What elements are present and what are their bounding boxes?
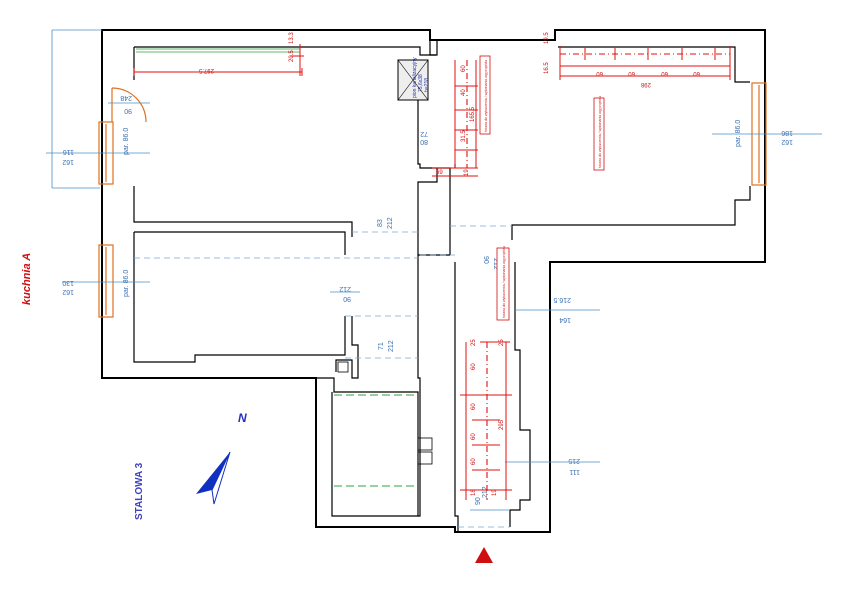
note-box-right	[593, 97, 605, 171]
dim-mid-d: 212	[339, 285, 351, 292]
dim-win-left-bot-b: 162	[62, 288, 74, 295]
dim-win-right-par: par. 86.0	[735, 120, 742, 147]
dim-door-top-b: 90	[124, 107, 132, 114]
windows	[98, 48, 767, 318]
dim-red-top-small-a: 20.5	[289, 50, 295, 62]
inner-wall-corridor	[417, 255, 459, 532]
dim-red-corr-i: 19	[492, 489, 498, 496]
inner-wall-lower-left	[316, 316, 419, 517]
dim-door-top: 248	[120, 94, 132, 101]
vent-box-b	[417, 451, 433, 465]
north-arrow-icon	[196, 451, 231, 505]
dim-win-left-top-a: 116	[63, 148, 74, 155]
dim-low-a: 71	[378, 342, 385, 350]
outer-wall	[101, 29, 766, 533]
dim-red-corr-h: 18	[471, 489, 477, 496]
dim-win-left-top-par: par. 86.0	[123, 128, 130, 155]
north-label: N	[238, 411, 247, 425]
inner-wall-left-room	[133, 47, 353, 237]
dim-mid-c: 90	[343, 295, 351, 302]
dim-win-right-b: 162	[781, 138, 793, 145]
red-dimensions: 297.5 20.5 13.3 19.5 16.5 60 60 60 60 29…	[133, 32, 731, 500]
note-box-shaft	[479, 55, 491, 135]
vent-box-c	[337, 361, 349, 373]
note-right: ściana do wyburzenia / wykonania wg proj…	[598, 96, 602, 168]
entry-marker-icon	[475, 547, 493, 563]
dim-right-a: 216.5	[553, 296, 571, 303]
dim-red-right-seg-c: 60	[661, 70, 668, 76]
dim-right-d: 111	[569, 468, 580, 475]
dim-red-corr-c: 60	[471, 363, 477, 370]
kitchen-label: kuchnia A	[21, 253, 33, 305]
dim-bottom-a: 212	[482, 486, 489, 498]
dim-red-shaft-a: 60	[461, 65, 467, 72]
dim-red-right-top-a: 19.5	[544, 32, 550, 44]
inner-wall-right-corridor	[509, 262, 531, 527]
dim-red-shaft-c: 165.5	[470, 106, 476, 122]
inner-wall-top-left	[134, 46, 436, 56]
dim-corr-b: 90	[482, 256, 489, 264]
door-swing-top-left	[111, 87, 147, 123]
walls	[101, 29, 766, 533]
shaft-label-2: 75,6x38	[418, 74, 424, 92]
dim-bottom-b: 90	[475, 497, 482, 505]
dim-red-right-total: 298	[640, 81, 651, 87]
column-shaft	[429, 39, 438, 56]
street-label: STALOWA 3	[134, 462, 145, 520]
dim-red-top-len: 297.5	[198, 67, 214, 73]
shaft-label-1: pion kanalizacyjny	[412, 57, 418, 98]
dim-red-right-seg-a: 60	[596, 70, 603, 76]
dim-win-left-top-b: 162	[62, 158, 74, 165]
dim-corr-a: 212	[492, 258, 499, 270]
dim-shaft-a: 80	[420, 138, 428, 145]
dim-red-shaft-d: 31.5	[461, 130, 467, 142]
dim-shaft-b: 72	[420, 130, 428, 137]
dim-red-corr-g: 295	[499, 419, 505, 430]
dim-win-left-bot-par: par. 86.0	[123, 270, 130, 297]
dim-red-shaft-b: 40	[461, 89, 467, 96]
sewage-shaft: pion kanalizacyjny 75,6x38 h=218	[337, 57, 433, 465]
window-left-bottom	[98, 244, 114, 318]
dim-red-shaft-e: 69	[436, 170, 443, 176]
vent-box-a	[417, 437, 433, 451]
dim-mid-a: 83	[377, 219, 384, 227]
dim-mid-b: 212	[387, 217, 394, 229]
dim-red-right-seg-b: 60	[628, 70, 635, 76]
dim-red-corr-b: 25	[499, 339, 505, 346]
shaft-label-3: h=218	[424, 78, 430, 92]
inner-wall-mid-left	[133, 231, 346, 363]
dim-red-right-seg-d: 60	[693, 70, 700, 76]
dim-win-right-a: 186	[781, 129, 793, 136]
note-corr: ściana do wyburzenia / wykonania wg proj…	[502, 246, 506, 318]
dim-low-b: 212	[388, 340, 395, 352]
dim-right-c: 215	[568, 457, 580, 464]
blue-dimensions: 116 162 par. 86.0 130 162 par. 86.0 186 …	[46, 29, 822, 528]
note-box-corr	[496, 247, 510, 321]
dim-red-right-top-b: 16.5	[544, 62, 550, 74]
note-shaft: ściana do wyburzenia / wykonania wg proj…	[484, 60, 488, 132]
dim-red-corr-d: 60	[471, 403, 477, 410]
dim-red-corr-a: 25	[471, 339, 477, 346]
dim-win-left-bot-a: 130	[62, 279, 74, 286]
dim-red-shaft-f: 19	[464, 169, 470, 176]
dim-red-top-small-b: 13.3	[289, 32, 295, 44]
dim-red-corr-f: 60	[471, 458, 477, 465]
dim-right-b: 164	[559, 316, 571, 323]
inner-wall-top-right	[558, 46, 750, 83]
dim-red-corr-e: 60	[471, 433, 477, 440]
inner-wall-right-room	[511, 186, 751, 240]
